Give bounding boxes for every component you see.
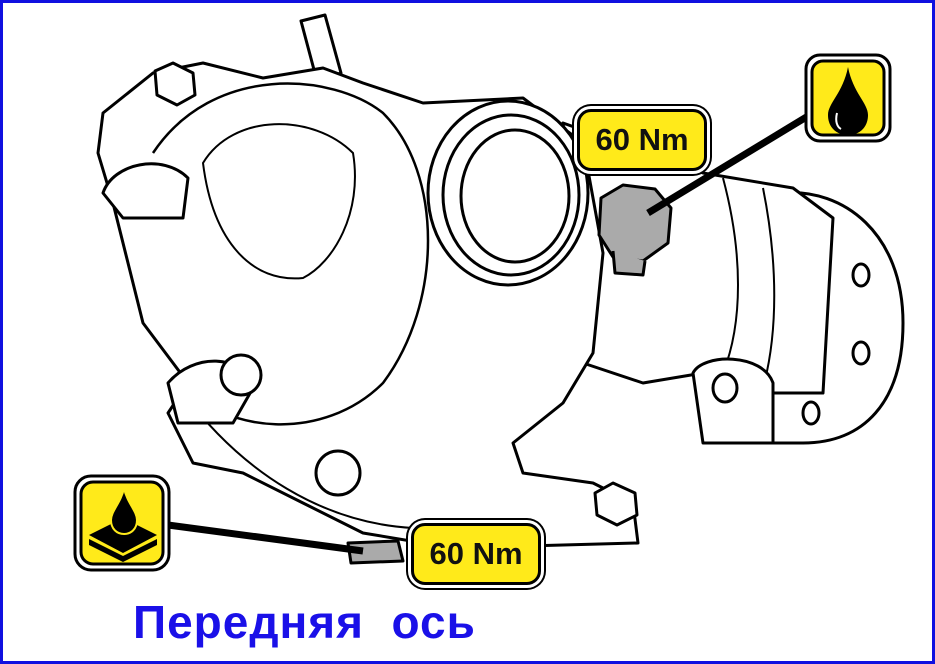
mounting-bosses [101, 162, 362, 497]
torque-label-bottom: 60 Nm [411, 523, 541, 585]
torque-label-top: 60 Nm [577, 109, 707, 171]
fill-plug [597, 183, 673, 263]
drain-plug [346, 539, 405, 565]
leader-line-bottom [152, 519, 364, 555]
breather-pipe [299, 13, 343, 83]
front-axle-drawing [73, 13, 905, 572]
sealant-drop-icon [73, 474, 171, 572]
diagram-title: Передняя ось [133, 596, 476, 648]
mounting-ear [691, 357, 775, 445]
leader-line-top [646, 110, 815, 216]
oil-drop-icon [804, 53, 892, 143]
bolts [153, 61, 639, 527]
